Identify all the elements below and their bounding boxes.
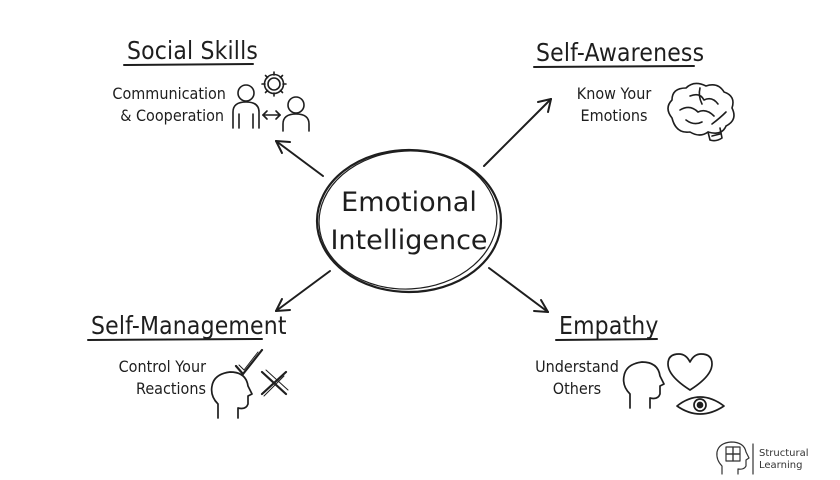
- people-gear-icon: [232, 71, 310, 132]
- self-management-line1: Control Your: [118, 357, 206, 376]
- self-awareness-underline: [533, 65, 695, 68]
- empathy-title: Empathy: [559, 311, 659, 340]
- social-skills-line1: Communication: [112, 84, 226, 103]
- brain-icon: [667, 82, 735, 142]
- center-label-line1: Emotional: [341, 187, 477, 218]
- center-label: Emotional Intelligence: [318, 184, 500, 260]
- self-management-line2: Reactions: [135, 379, 206, 398]
- arrow-to-empathy: [488, 267, 549, 313]
- self-awareness-title: Self-Awareness: [536, 38, 705, 67]
- self-awareness-description: Know Your Emotions: [565, 83, 662, 127]
- social-skills-line2: & Cooperation: [120, 106, 224, 125]
- arrow-to-social-skills: [275, 140, 324, 177]
- social-skills-underline: [123, 63, 254, 66]
- head-check-cross-icon: [210, 348, 289, 419]
- self-management-underline: [87, 338, 263, 341]
- brand-label: Structural Learning: [759, 448, 809, 472]
- empathy-line1: Understand: [535, 357, 619, 376]
- self-awareness-line1: Know Your: [576, 84, 652, 103]
- center-ellipse: [315, 148, 503, 294]
- arrow-to-self-awareness: [483, 98, 552, 167]
- empathy-description: Understand Others: [528, 356, 627, 400]
- center-label-line2: Intelligence: [330, 225, 488, 256]
- brand-line2: Learning: [759, 460, 803, 471]
- self-awareness-line2: Emotions: [580, 106, 648, 125]
- self-management-description: Control Your Reactions: [102, 356, 206, 400]
- head-puzzle-logo-icon: [716, 441, 754, 475]
- head-heart-eye-icon: [622, 353, 725, 415]
- empathy-underline: [555, 338, 658, 341]
- social-skills-description: Communication & Cooperation: [112, 83, 226, 127]
- self-management-title: Self-Management: [91, 311, 287, 340]
- empathy-line2: Others: [552, 379, 602, 398]
- social-skills-title: Social Skills: [127, 36, 259, 65]
- brand-line1: Structural: [759, 448, 809, 459]
- arrow-to-self-management: [275, 270, 331, 312]
